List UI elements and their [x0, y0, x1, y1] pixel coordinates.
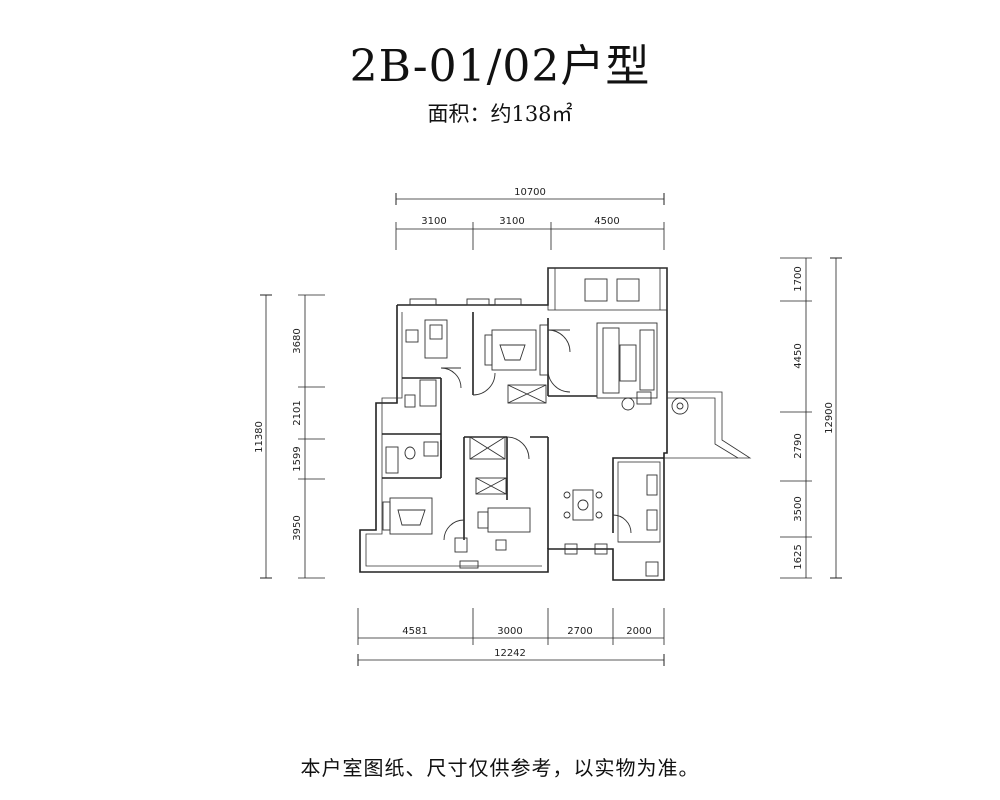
dim-right-2: 4450	[793, 343, 804, 368]
dim-left-4: 3950	[292, 515, 303, 540]
furniture	[382, 278, 689, 577]
dim-top-1: 3100	[421, 216, 446, 227]
area-label: 面积：约138㎡	[427, 102, 573, 126]
dim-left-1: 3680	[292, 328, 303, 353]
dim-right-1: 1700	[793, 266, 804, 291]
dim-left-total: 11380	[254, 421, 265, 453]
dim-top-2: 3100	[499, 216, 524, 227]
disclaimer-note: 本户室图纸、尺寸仅供参考，以实物为准。	[300, 756, 700, 780]
dim-bottom-total: 12242	[494, 648, 526, 659]
dim-bottom-3: 2700	[567, 626, 592, 637]
plan-title: 2B-01/02户型	[349, 41, 651, 92]
dim-left-3: 1599	[292, 446, 303, 471]
dim-right-4: 3500	[793, 496, 804, 521]
dim-right-5: 1625	[793, 544, 804, 569]
dim-bottom-1: 4581	[402, 626, 427, 637]
dimension-lines: 10700 3100 3100 4500 11380 3680 2101 159…	[254, 187, 842, 666]
walls	[359, 267, 752, 581]
dim-right-total: 12900	[824, 402, 835, 434]
dim-bottom-4: 2000	[626, 626, 651, 637]
dim-right-3: 2790	[793, 433, 804, 458]
dim-top-total: 10700	[514, 187, 546, 198]
dim-top-3: 4500	[594, 216, 619, 227]
dim-bottom-2: 3000	[497, 626, 522, 637]
dim-left-2: 2101	[292, 400, 303, 425]
doors	[440, 329, 632, 541]
